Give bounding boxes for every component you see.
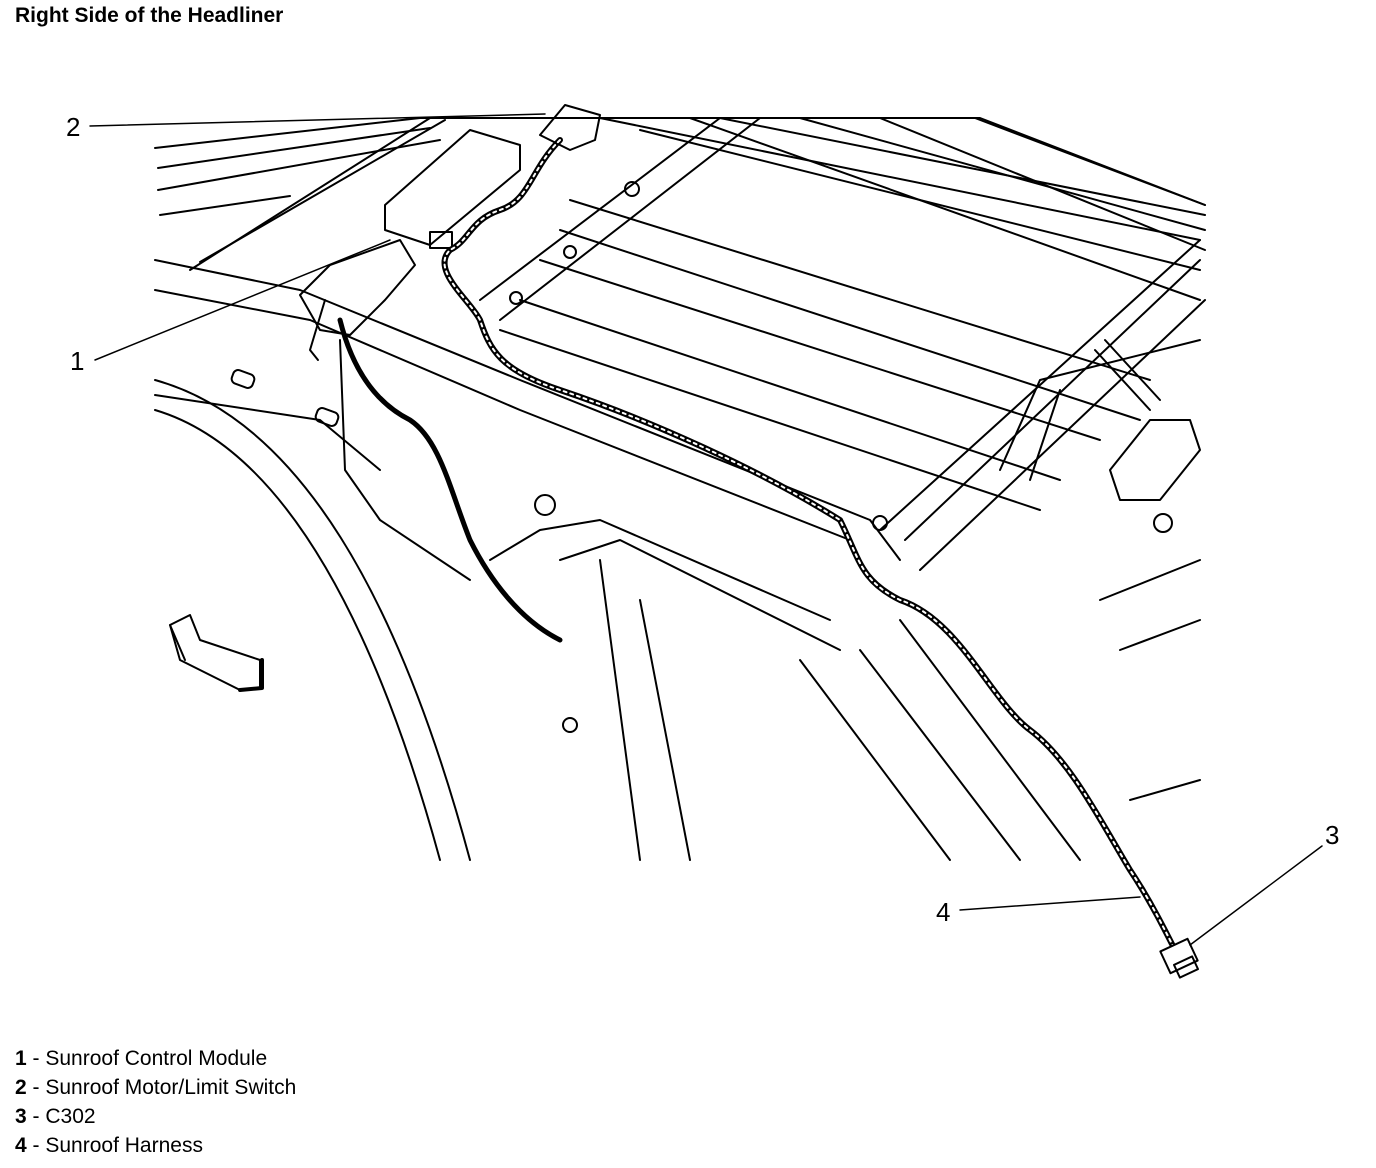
- legend-separator: -: [26, 1134, 46, 1157]
- callout-number-2: 2: [66, 112, 81, 142]
- legend-separator: -: [26, 1047, 46, 1070]
- access-holes: [230, 181, 1201, 733]
- legend-row: 1 - Sunroof Control Module: [15, 1044, 296, 1073]
- roof-rails: [189, 117, 1206, 571]
- legend-row: 2 - Sunroof Motor/Limit Switch: [15, 1073, 296, 1102]
- legend-separator: -: [26, 1076, 46, 1099]
- callout-number-1: 1: [70, 346, 85, 376]
- legend-row: 3 - C302: [15, 1102, 296, 1131]
- diagram-title: Right Side of the Headliner: [15, 4, 284, 27]
- callout-number-4: 4: [936, 897, 951, 927]
- legend-number: 4: [15, 1134, 27, 1157]
- legend-label: Sunroof Motor/Limit Switch: [45, 1076, 297, 1099]
- arrow-icon: [169, 614, 264, 692]
- legend-label: Sunroof Harness: [45, 1134, 203, 1157]
- legend-number: 1: [15, 1047, 27, 1070]
- legend-label: C302: [45, 1105, 96, 1128]
- legend-separator: -: [26, 1105, 46, 1128]
- legend-row: 4 - Sunroof Harness: [15, 1131, 296, 1160]
- roof-panel-lines: [154, 117, 1206, 511]
- callout-leaders: [89, 113, 1323, 946]
- callout-legend: 1 - Sunroof Control Module 2 - Sunroof M…: [15, 1044, 296, 1160]
- legend-number: 2: [15, 1076, 27, 1099]
- legend-number: 3: [15, 1105, 27, 1128]
- callout-number-3: 3: [1325, 820, 1340, 850]
- inner-panel: [154, 259, 1201, 861]
- legend-label: Sunroof Control Module: [45, 1047, 268, 1070]
- c302-connector: [1159, 937, 1200, 979]
- motor-housing: [299, 104, 601, 361]
- harness-route: [337, 137, 1183, 963]
